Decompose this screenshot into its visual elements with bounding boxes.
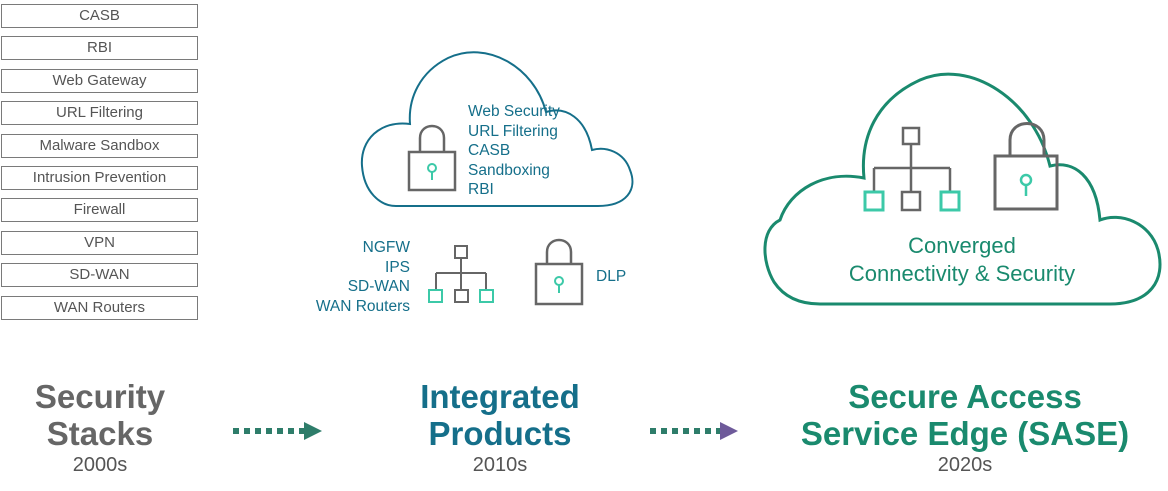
era-title-line2: Service Edge (SASE) (800, 415, 1130, 452)
era-title-line1: Security (34, 378, 166, 415)
stack-item-sd-wan: SD-WAN (1, 263, 198, 287)
dlp-label: DLP (596, 268, 627, 285)
era-title-line2: Stacks (46, 415, 154, 452)
era-title-sase: Secure Access Service Edge (SASE) (780, 378, 1150, 452)
cloud-service-casb: CASB (468, 142, 511, 159)
cloud-service-sandboxing: Sandboxing (468, 161, 550, 179)
era-title-security-stacks: Security Stacks (0, 378, 200, 452)
dlp-lock-icon (534, 238, 584, 306)
appliance-service-ips: IPS (385, 258, 410, 276)
cloud-service-url-filtering: URL Filtering (468, 122, 558, 140)
era-year-2000s: 2000s (72, 454, 128, 476)
era-title-line1: Integrated (420, 378, 580, 415)
arrow-stacks-to-integrated (233, 422, 322, 440)
stack-item-vpn: VPN (1, 231, 198, 255)
sase-cloud-label-line1: Converged (908, 233, 1016, 258)
stack-item-firewall: Firewall (1, 198, 198, 222)
era-year-2020s: 2020s (937, 454, 993, 476)
era-title-line2: Products (428, 415, 572, 452)
stack-item-rbi: RBI (1, 36, 198, 60)
sase-cloud (763, 72, 1162, 306)
integrated-cloud (360, 51, 634, 207)
stack-item-casb: CASB (1, 4, 198, 28)
stack-item-url-filtering: URL Filtering (1, 101, 198, 125)
era-year-2010s: 2010s (472, 454, 528, 476)
lock-icon (407, 124, 457, 192)
appliance-service-ngfw: NGFW (362, 239, 410, 256)
cloud-service-web-security: Web Security (468, 103, 560, 120)
appliance-service-sd-wan: SD-WAN (347, 278, 410, 295)
era-title-line1: Secure Access (848, 378, 1082, 415)
sase-cloud-label: Converged Connectivity & Security (780, 232, 1144, 288)
sase-cloud-label-line2: Connectivity & Security (848, 261, 1076, 286)
arrow-integrated-to-sase (650, 422, 738, 440)
era-title-integrated-products: Integrated Products (370, 378, 630, 452)
stack-item-wan-routers: WAN Routers (1, 296, 198, 320)
appliance-services-list: NGFW IPS SD-WAN WAN Routers (316, 238, 410, 316)
network-icon (428, 245, 494, 303)
appliance-service-wan-routers: WAN Routers (315, 297, 410, 315)
sase-network-icon (863, 126, 961, 212)
cloud-service-rbi: RBI (468, 181, 494, 198)
sase-lock-icon (993, 122, 1059, 211)
cloud-services-list: Web Security URL Filtering CASB Sandboxi… (468, 102, 560, 200)
stack-item-intrusion-prevention: Intrusion Prevention (1, 166, 198, 190)
stack-item-malware-sandbox: Malware Sandbox (1, 134, 198, 158)
stack-item-web-gateway: Web Gateway (1, 69, 198, 93)
